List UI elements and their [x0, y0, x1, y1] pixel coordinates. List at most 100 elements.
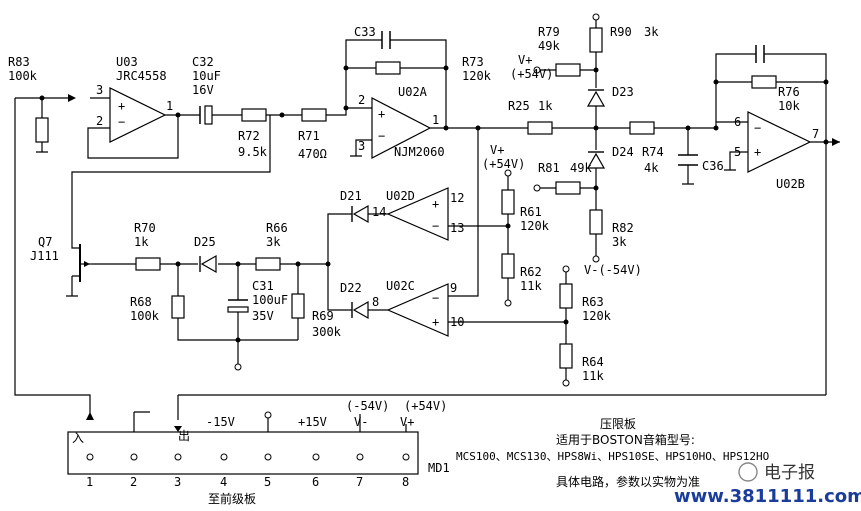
u03-plus-sign: +: [118, 99, 125, 113]
connector-pin-3: 3: [174, 475, 181, 489]
u02b-plus-sign: +: [754, 145, 761, 159]
u02a-opamp: [371, 97, 432, 159]
watermark-name: 电子报: [764, 463, 815, 483]
label-c31-rating: 35V: [252, 309, 274, 323]
label-r90: R90: [610, 25, 632, 39]
label-c32-value: 10uF: [192, 69, 221, 83]
label-c36: C36: [702, 159, 724, 173]
label-r70-value: 1k: [134, 235, 149, 249]
connector-p7-label: V-: [354, 415, 368, 429]
connector-p7-volt: (-54V): [346, 399, 389, 413]
label-r81-value: 49k: [570, 161, 592, 175]
label-r64-value: 11k: [582, 369, 604, 383]
label-c31: C31: [252, 279, 274, 293]
md1-connector: [67, 431, 419, 475]
pin-u02d-13: 13: [450, 221, 464, 235]
input-arrow-icon: [68, 94, 76, 102]
r63-resistor: [559, 283, 573, 309]
label-u02b: U02B: [776, 177, 805, 191]
junction-dots: [39, 65, 829, 343]
notes-applies: 适用于BOSTON音箱型号:: [556, 432, 695, 447]
label-c32-rating: 16V: [192, 83, 214, 97]
connector-caption: 至前级板: [208, 491, 256, 506]
label-r62: R62: [520, 265, 542, 279]
pin-u02d-12: 12: [450, 191, 464, 205]
connector-out-label: 出: [178, 429, 190, 443]
connector-p8-label: V+: [400, 415, 414, 429]
u02d-opamp: [386, 187, 449, 241]
label-r68: R68: [130, 295, 152, 309]
label-u02a-value: NJM2060: [394, 145, 445, 159]
label-d21: D21: [340, 189, 362, 203]
r81-resistor: [555, 181, 581, 195]
label-u02d: U02D: [386, 189, 415, 203]
pin-u02d-14: 14: [372, 205, 386, 219]
notes-disclaimer: 具体电路，参数以实物为准: [556, 474, 700, 489]
pin-u02c-9: 9: [450, 281, 457, 295]
connector-in-arrow-icon: [86, 412, 94, 420]
label-r73-value: 120k: [462, 69, 492, 83]
r90-resistor: [589, 27, 603, 53]
r73-resistor: [375, 61, 401, 75]
connector-ref: MD1: [428, 461, 450, 475]
label-d22: D22: [340, 281, 362, 295]
u02d-plus-sign: +: [432, 197, 439, 211]
pin-u02b-7: 7: [812, 127, 819, 141]
connector-p8-volt: (+54V): [404, 399, 447, 413]
label-q7: Q7: [38, 235, 52, 249]
label-vplus-mid-volt: (+54V): [482, 157, 525, 171]
label-r71-value: 470Ω: [298, 147, 327, 161]
connector-pin-8: 8: [402, 475, 409, 489]
connector-p4-label: -15V: [206, 415, 235, 429]
r83-resistor: [35, 117, 49, 143]
r82-resistor: [589, 209, 603, 235]
d22-diode: [352, 300, 369, 320]
r74-resistor: [629, 121, 655, 135]
connector-pin-1: 1: [86, 475, 93, 489]
label-vplus-top-volt: (+54V): [510, 67, 553, 81]
label-r66-value: 3k: [266, 235, 281, 249]
u02d-minus-sign: −: [432, 219, 439, 233]
label-r90-value: 3k: [644, 25, 659, 39]
label-r83-value: 100k: [8, 69, 38, 83]
u02b-opamp: [747, 111, 812, 173]
u03-minus-sign: −: [118, 115, 125, 129]
label-u02a: U02A: [398, 85, 428, 99]
label-d24: D24: [612, 145, 634, 159]
connector-out-arrow-icon: [174, 426, 182, 432]
pin-u02a-2: 2: [358, 93, 365, 107]
label-r79: R79: [538, 25, 560, 39]
label-r74-value: 4k: [644, 161, 659, 175]
output-arrow-icon: [832, 138, 840, 146]
r71-resistor: [301, 108, 327, 122]
r66-resistor: [255, 257, 281, 271]
label-r72: R72: [238, 129, 260, 143]
pin-u03-3: 3: [96, 83, 103, 97]
pin-u03-1: 1: [166, 99, 173, 113]
r62-resistor: [501, 253, 515, 279]
connector-pin-5: 5: [264, 475, 271, 489]
u03-opamp: [109, 87, 167, 143]
label-r79-value: 49k: [538, 39, 560, 53]
label-r25: R25: [508, 99, 530, 113]
u02c-opamp: [386, 283, 449, 337]
label-u03-value: JRC4558: [116, 69, 167, 83]
wechat-icon: [738, 462, 758, 482]
label-r76: R76: [778, 85, 800, 99]
c32-capacitor: [204, 105, 213, 125]
r70-resistor: [135, 257, 161, 271]
r69-resistor: [291, 293, 305, 319]
label-r76-value: 10k: [778, 99, 800, 113]
u02c-minus-sign: −: [432, 291, 439, 305]
r72-resistor: [241, 108, 267, 122]
label-r74: R74: [642, 145, 664, 159]
label-r66: R66: [266, 221, 288, 235]
connector-pin-2: 2: [130, 475, 137, 489]
r61-resistor: [501, 189, 515, 215]
terminal-circles: [234, 13, 600, 419]
label-vplus-mid: V+: [490, 143, 504, 157]
label-r83: R83: [8, 55, 30, 69]
label-r62-value: 11k: [520, 279, 542, 293]
